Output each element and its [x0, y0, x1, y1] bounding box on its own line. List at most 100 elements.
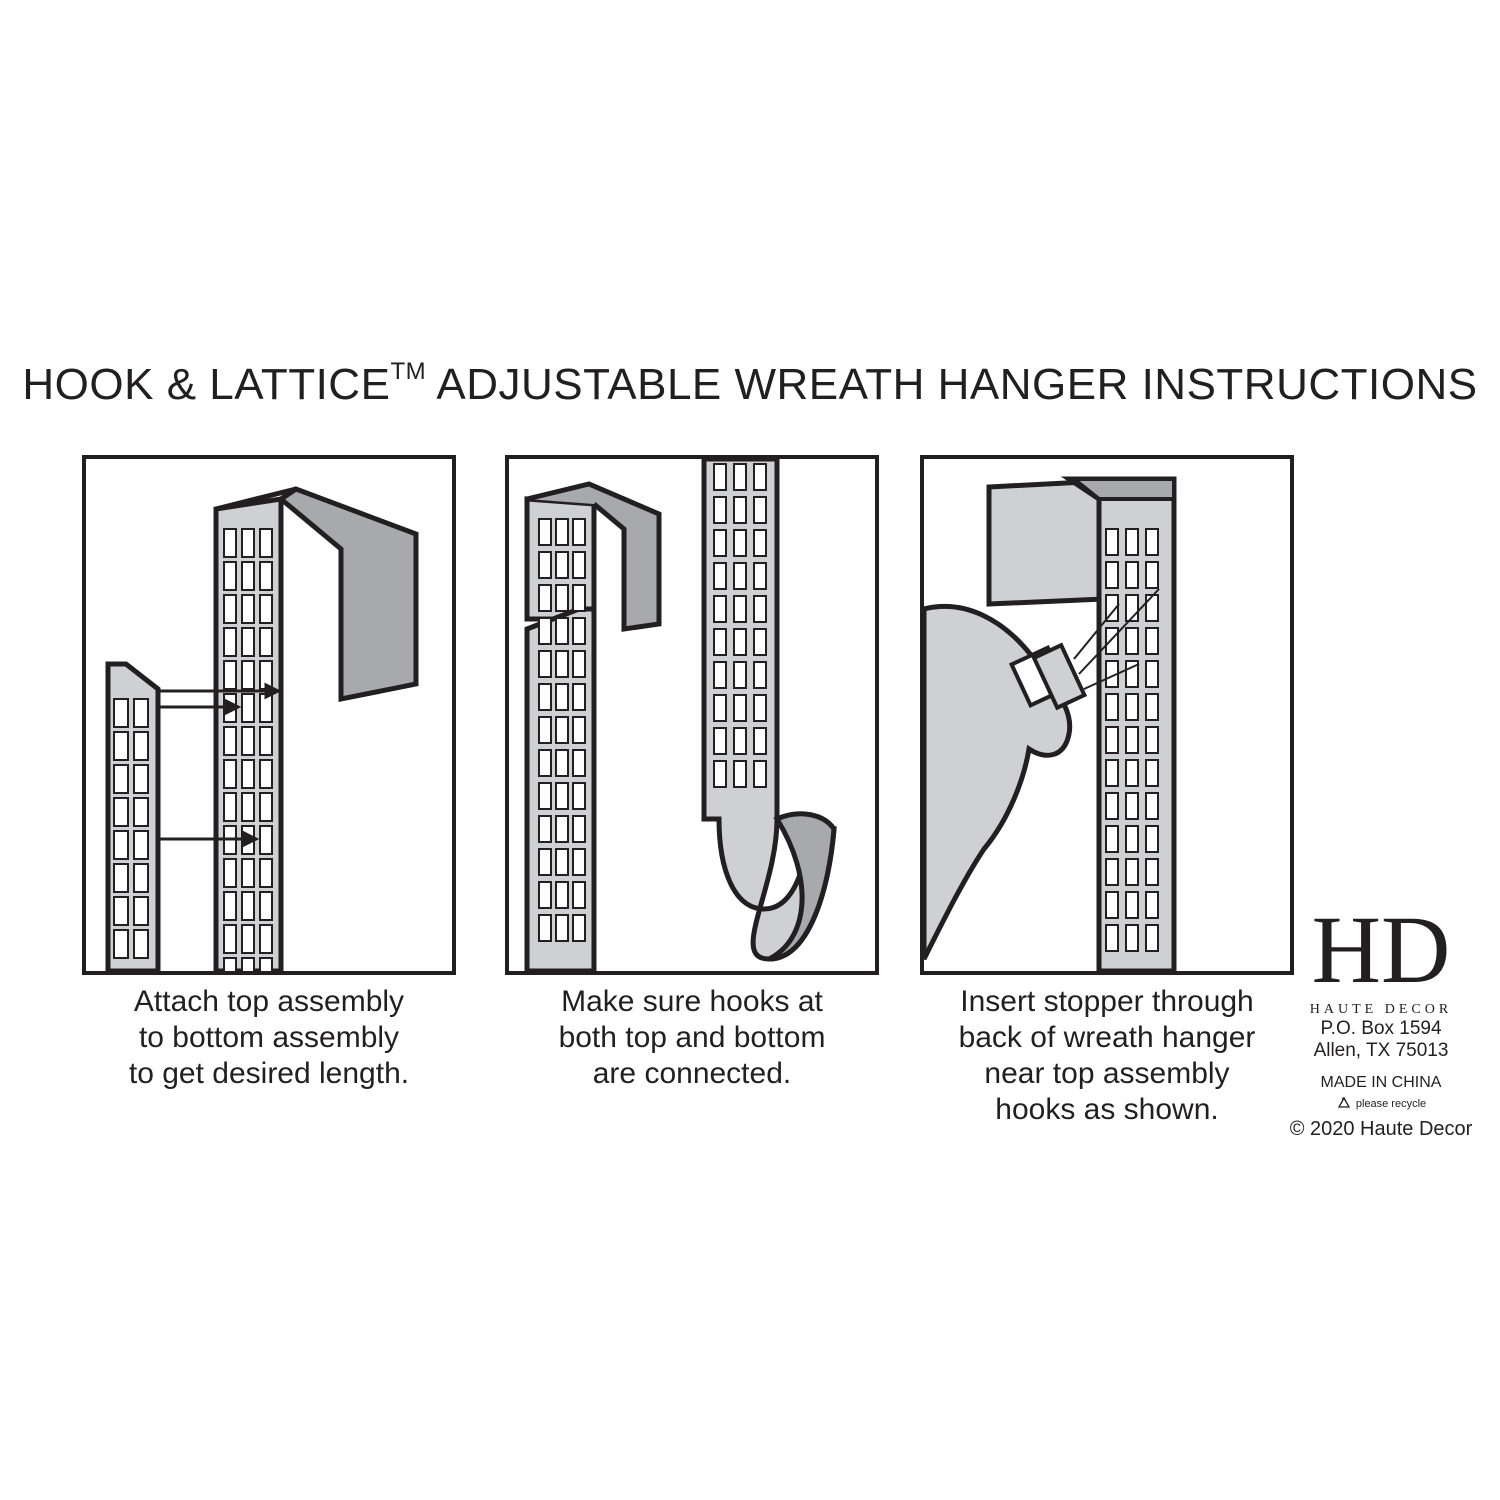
lattice-hole [241, 792, 255, 822]
lattice-hole [713, 727, 727, 755]
step-1-caption: Attach top assembly to bottom assembly t… [128, 985, 410, 1090]
lattice-hole [113, 863, 129, 893]
lattice-hole [753, 628, 767, 656]
lattice-hole [1145, 726, 1159, 754]
lattice-hole [1105, 594, 1119, 622]
lattice-hole [1105, 693, 1119, 721]
lattice-hole [538, 716, 552, 744]
lattice-hole [713, 595, 727, 623]
lattice-hole [241, 528, 255, 558]
lattice-hole [259, 594, 273, 624]
lattice-hole [733, 529, 747, 557]
lattice-hole [538, 650, 552, 678]
lattice-hole [572, 749, 586, 777]
lattice-hole [713, 694, 727, 722]
lattice-hole [572, 617, 586, 645]
page-title: HOOK & LATTICETM ADJUSTABLE WREATH HANGE… [22, 358, 1478, 409]
lattice-hole [241, 726, 255, 756]
lattice-hole [733, 595, 747, 623]
lattice-hole [555, 749, 569, 777]
lattice-hole [733, 661, 747, 689]
lattice-hole [223, 660, 237, 690]
lattice-hole [1105, 561, 1119, 589]
lattice-hole [538, 551, 552, 579]
lattice-hole [538, 815, 552, 843]
lattice-hole [713, 562, 727, 590]
lattice-hole [713, 529, 727, 557]
lattice-hole [241, 891, 255, 921]
lattice-hole [259, 627, 273, 657]
lattice-hole [1125, 627, 1139, 655]
lattice-hole [555, 518, 569, 546]
lattice-hole [1105, 924, 1119, 952]
lattice-hole [572, 782, 586, 810]
lattice-hole [713, 628, 727, 656]
lattice-hole [1145, 627, 1159, 655]
lattice-holes [538, 463, 767, 942]
trademark-symbol: TM [390, 358, 427, 386]
lattice-hole [538, 749, 552, 777]
lattice-hole [753, 760, 767, 788]
arrow-icon [1073, 588, 1160, 690]
lattice-hole [259, 924, 273, 954]
lattice-hole [555, 650, 569, 678]
step-2-drawing [524, 459, 837, 971]
lattice-hole [733, 562, 747, 590]
lattice-hole [223, 957, 237, 971]
lattice-hole [572, 815, 586, 843]
lattice-hole [572, 584, 586, 612]
lattice-hole [1145, 825, 1159, 853]
lattice-hole [259, 858, 273, 888]
lattice-hole [223, 759, 237, 789]
lattice-hole [133, 830, 149, 860]
brand-name: HAUTE DECOR [1309, 1002, 1453, 1017]
brand-block: HD HAUTE DECOR P.O. Box 1594 Allen, TX 7… [1262, 900, 1500, 1141]
lattice-hole [113, 896, 129, 926]
lattice-hole [1125, 561, 1139, 589]
lattice-holes [223, 528, 273, 971]
lattice-hole [733, 628, 747, 656]
lattice-hole [555, 617, 569, 645]
lattice-hole [753, 463, 767, 491]
lattice-hole [1125, 792, 1139, 820]
lattice-hole [555, 848, 569, 876]
lattice-hole [241, 660, 255, 690]
lattice-hole [223, 891, 237, 921]
lattice-hole [1125, 825, 1139, 853]
lattice-hole [555, 551, 569, 579]
lattice-hole [1105, 891, 1119, 919]
lattice-hole [1125, 759, 1139, 787]
lattice-hole [572, 518, 586, 546]
step-2-caption: Make sure hooks at both top and bottom a… [558, 985, 826, 1090]
lattice-hole [223, 924, 237, 954]
lattice-hole [133, 764, 149, 794]
lattice-hole [133, 863, 149, 893]
lattice-hole [572, 650, 586, 678]
lattice-hole [572, 683, 586, 711]
step-1-drawing [105, 486, 419, 971]
lattice-hole [753, 595, 767, 623]
lattice-hole [713, 496, 727, 524]
lattice-hole [733, 463, 747, 491]
hook-top [276, 486, 419, 703]
lattice-hole [113, 929, 129, 959]
recycle-note: please recycle [1262, 1096, 1500, 1112]
step-3-drawing [924, 476, 1177, 971]
lattice-hole [1125, 528, 1139, 556]
lattice-holes-bottom [113, 698, 149, 959]
lattice-hole [538, 518, 552, 546]
step-3-illustration [920, 455, 1294, 975]
lattice-hole [241, 957, 255, 971]
lattice-hole [1105, 627, 1119, 655]
lattice-hole [1105, 825, 1119, 853]
lattice-hole [733, 760, 747, 788]
lattice-hole [113, 797, 129, 827]
lattice-hole [241, 594, 255, 624]
hook-top [986, 478, 1107, 607]
lattice-hole [538, 914, 552, 942]
lattice-hole [223, 561, 237, 591]
lattice-hole [1145, 594, 1159, 622]
lattice-hole [572, 716, 586, 744]
lattice-hole [753, 727, 767, 755]
lattice-hole [1145, 561, 1159, 589]
